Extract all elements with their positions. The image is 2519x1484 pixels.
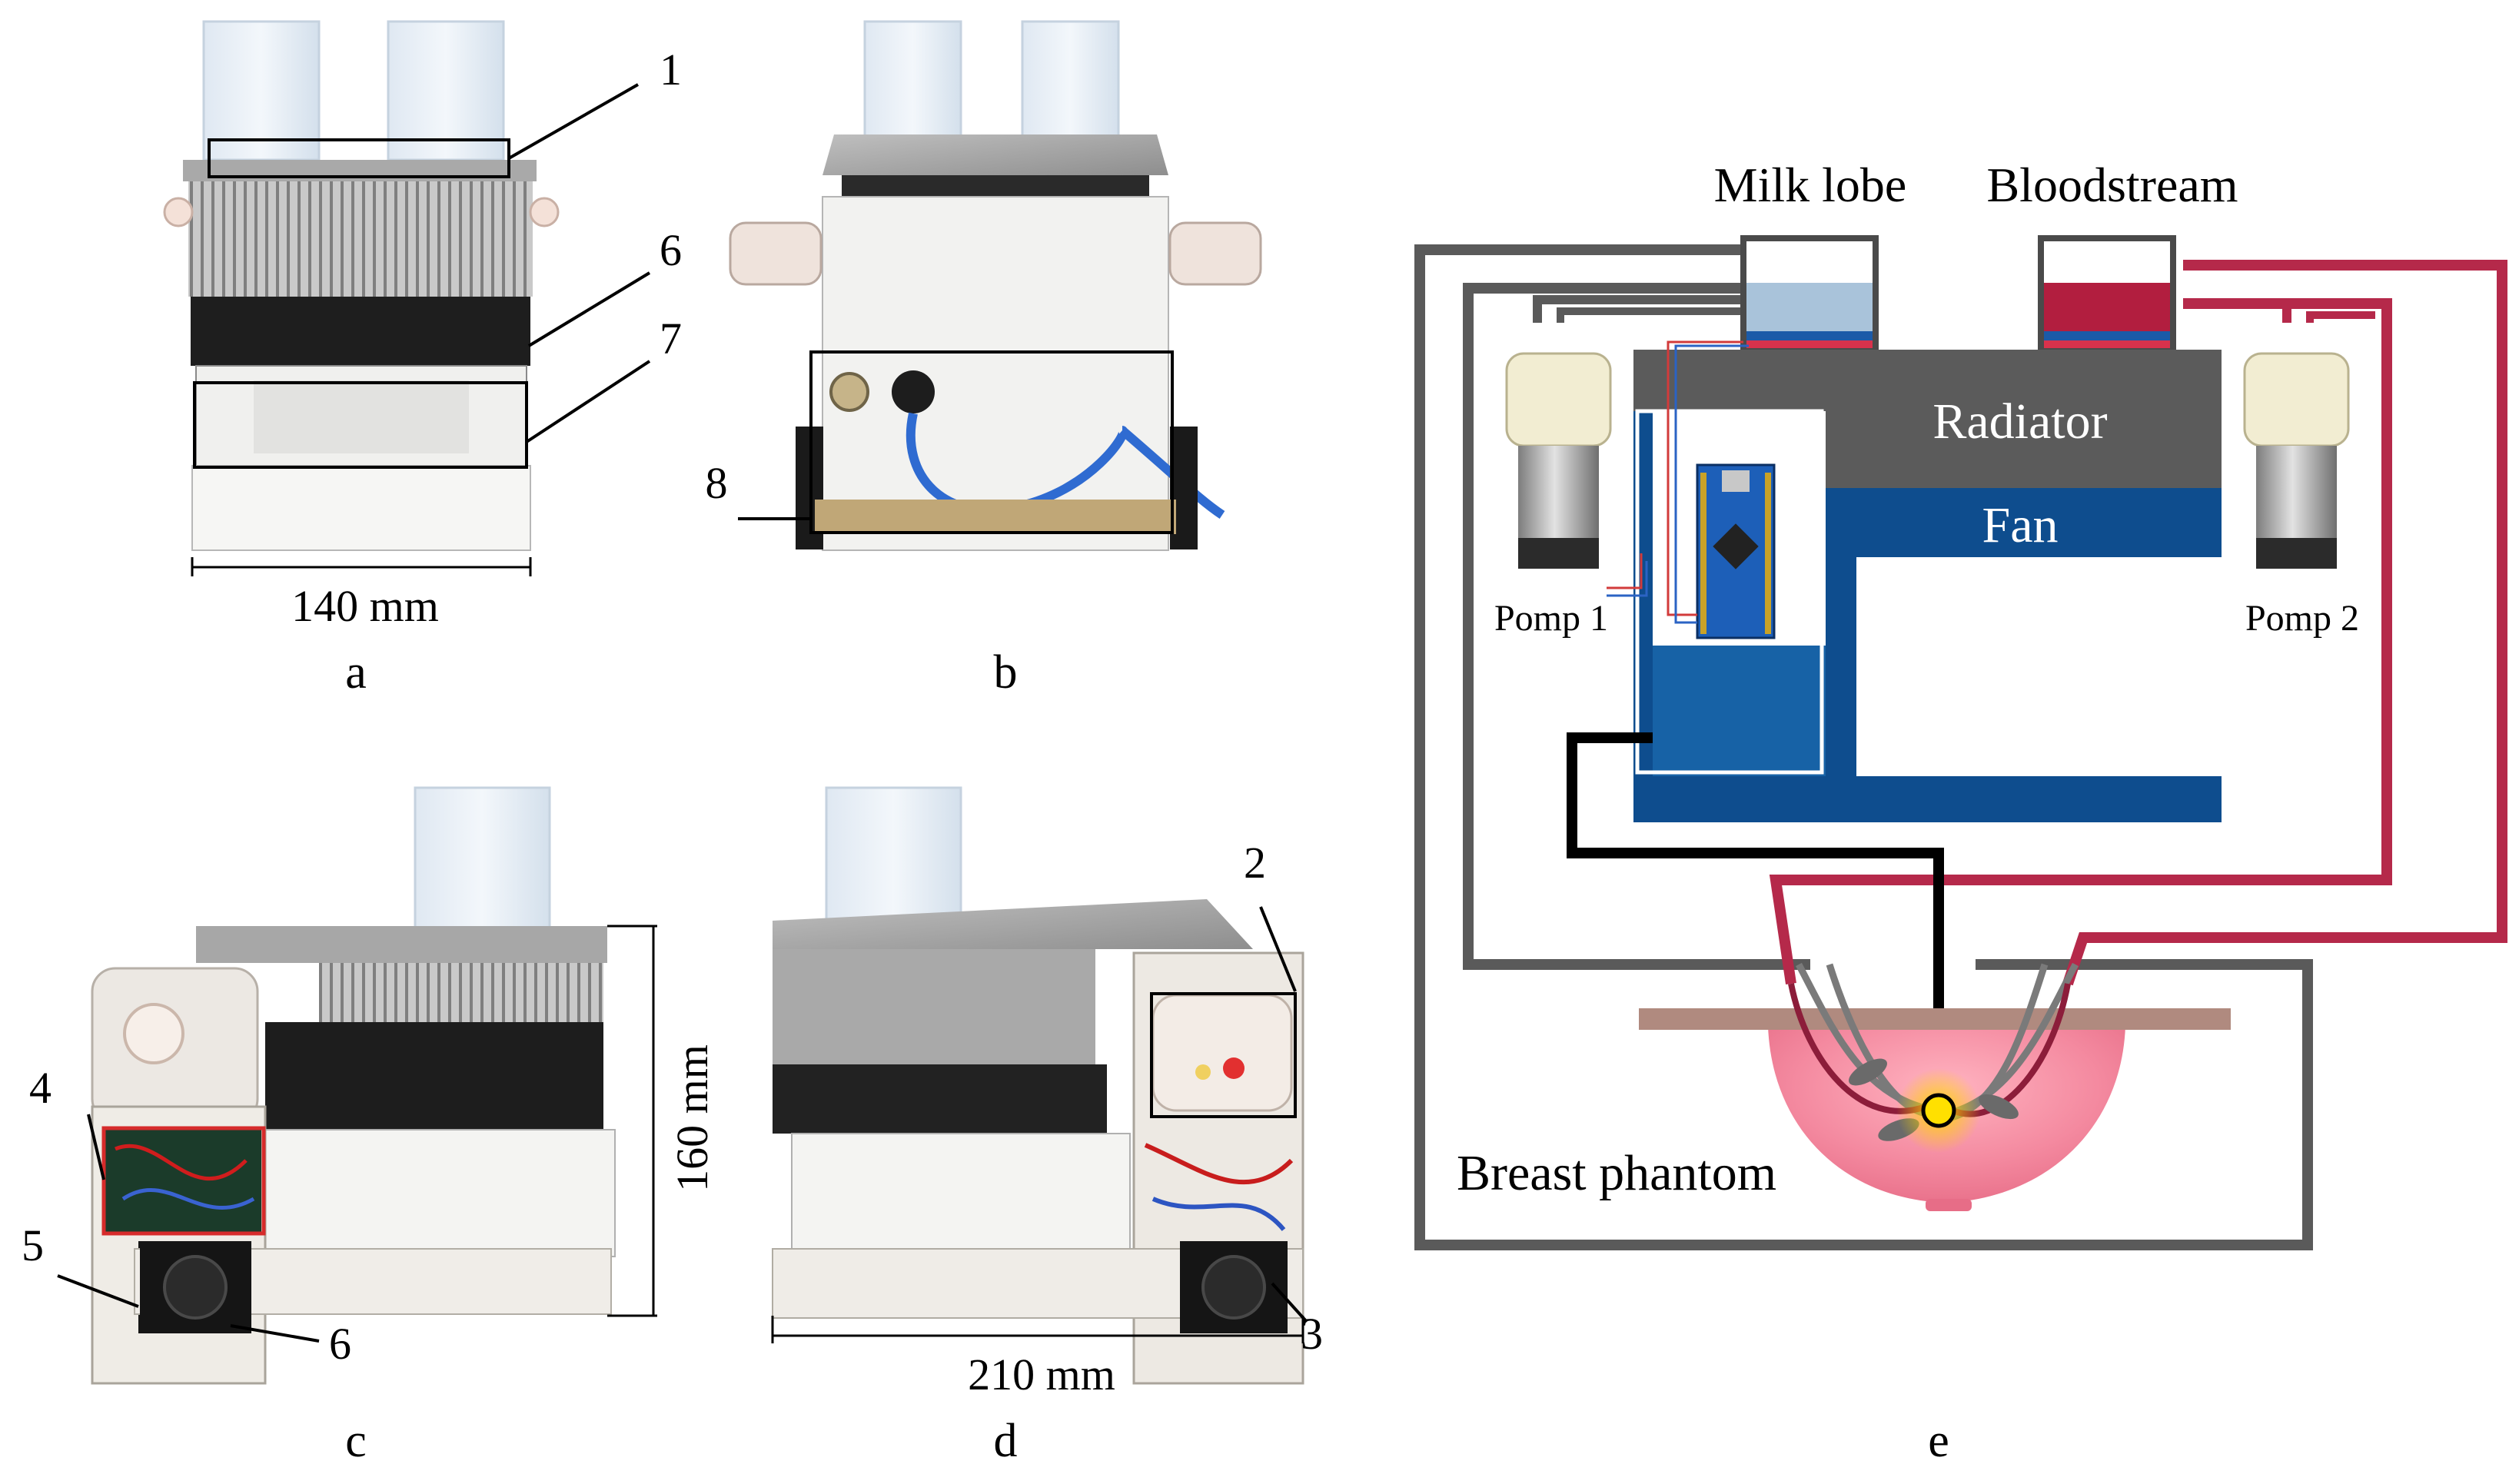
leader-6c xyxy=(230,1324,320,1343)
inclusion xyxy=(1921,1093,1956,1128)
fan-housing xyxy=(191,297,530,366)
power-jack xyxy=(892,370,935,413)
pump-1 xyxy=(1505,352,1612,569)
callout-4: 4 xyxy=(29,1063,52,1113)
cup xyxy=(825,786,962,928)
blood-fill xyxy=(2044,283,2170,331)
callout-5: 5 xyxy=(22,1220,44,1270)
plate xyxy=(196,926,607,963)
callout-7: 7 xyxy=(660,314,682,364)
panel-letter-b: b xyxy=(994,646,1018,699)
callout-8: 8 xyxy=(706,458,728,508)
tube-red-outer xyxy=(2062,260,2507,986)
breast-phantom-label: Breast phantom xyxy=(1457,1145,1776,1201)
panel-b: 8 b xyxy=(706,20,1262,699)
base-plate xyxy=(1633,776,2222,822)
fan-label: Fan xyxy=(1982,497,2059,553)
callout-3: 3 xyxy=(1301,1309,1323,1359)
pump-fitting-right xyxy=(529,197,560,227)
base-recess xyxy=(254,380,469,453)
dimension-a: 140 mm xyxy=(291,581,439,631)
milk-fill xyxy=(1746,283,1873,331)
callout-6c: 6 xyxy=(329,1319,351,1369)
panel-d: 2 3 210 mm d xyxy=(771,786,1323,1467)
leader-6a xyxy=(527,271,651,347)
leader-3 xyxy=(1271,1282,1308,1323)
panel-e: Milk lobe Bloodstream Radiator Fan xyxy=(1414,158,2507,1467)
heatsink xyxy=(188,181,533,297)
tube-gray-inner xyxy=(1463,283,1810,970)
body xyxy=(791,1133,1131,1257)
pump-left xyxy=(729,221,822,286)
callout-1: 1 xyxy=(660,45,682,95)
callout-2: 2 xyxy=(1244,838,1266,888)
callout-box-2 xyxy=(1150,992,1297,1118)
callout-box-7 xyxy=(193,381,528,469)
base-bottom xyxy=(191,465,531,551)
power-switch xyxy=(829,372,869,412)
panel-letter-d: d xyxy=(994,1415,1018,1467)
leader-2 xyxy=(1259,906,1297,992)
milk-lobe-label: Milk lobe xyxy=(1714,158,1907,212)
fan xyxy=(773,1064,1107,1134)
heatsink-side xyxy=(773,949,1095,1064)
bloodstream-label: Bloodstream xyxy=(1986,158,2238,212)
leader-5 xyxy=(57,1274,139,1308)
pump-2 xyxy=(2243,352,2350,569)
dimension-c: 160 mm xyxy=(667,1044,717,1192)
tube-black xyxy=(1567,732,1944,1076)
callout-6a: 6 xyxy=(660,225,682,275)
base-strip xyxy=(815,500,1176,534)
tube-red-inner xyxy=(1769,298,2392,985)
pump-right xyxy=(1168,221,1262,286)
heatsink-edge xyxy=(842,175,1149,197)
leader-1 xyxy=(508,83,639,160)
skin-layer xyxy=(1639,1008,2231,1030)
water-tank xyxy=(1653,646,1826,776)
leader-4 xyxy=(87,1114,105,1180)
cup xyxy=(414,786,551,935)
radiator-label: Radiator xyxy=(1932,393,2107,450)
panel-c: 4 5 6 160 mm c xyxy=(22,786,717,1467)
panel-letter-c: c xyxy=(345,1415,367,1467)
tube-gray-outer xyxy=(1414,244,2313,1250)
panel-a: 1 6 7 140 mm a xyxy=(163,20,682,699)
cup-left xyxy=(863,20,962,138)
pump1-label: Pomp 1 xyxy=(1494,598,1608,639)
callout-box xyxy=(809,350,1174,534)
cup-right xyxy=(1021,20,1120,138)
panel-letter-e: e xyxy=(1928,1415,1949,1467)
pump-head xyxy=(1151,994,1293,1112)
dimension-d: 210 mm xyxy=(968,1350,1115,1399)
body xyxy=(822,196,1169,551)
body xyxy=(253,1129,616,1257)
cup-right xyxy=(387,20,505,161)
callout-box-4 xyxy=(101,1126,266,1236)
pump-fitting-left xyxy=(163,197,194,227)
pump2-label: Pomp 2 xyxy=(2245,598,2359,639)
plate xyxy=(822,134,1168,175)
cup-left xyxy=(202,20,321,161)
plate xyxy=(773,899,1253,949)
leader-7 xyxy=(525,360,651,443)
panel-letter-a: a xyxy=(345,646,367,699)
fan xyxy=(265,1022,603,1130)
